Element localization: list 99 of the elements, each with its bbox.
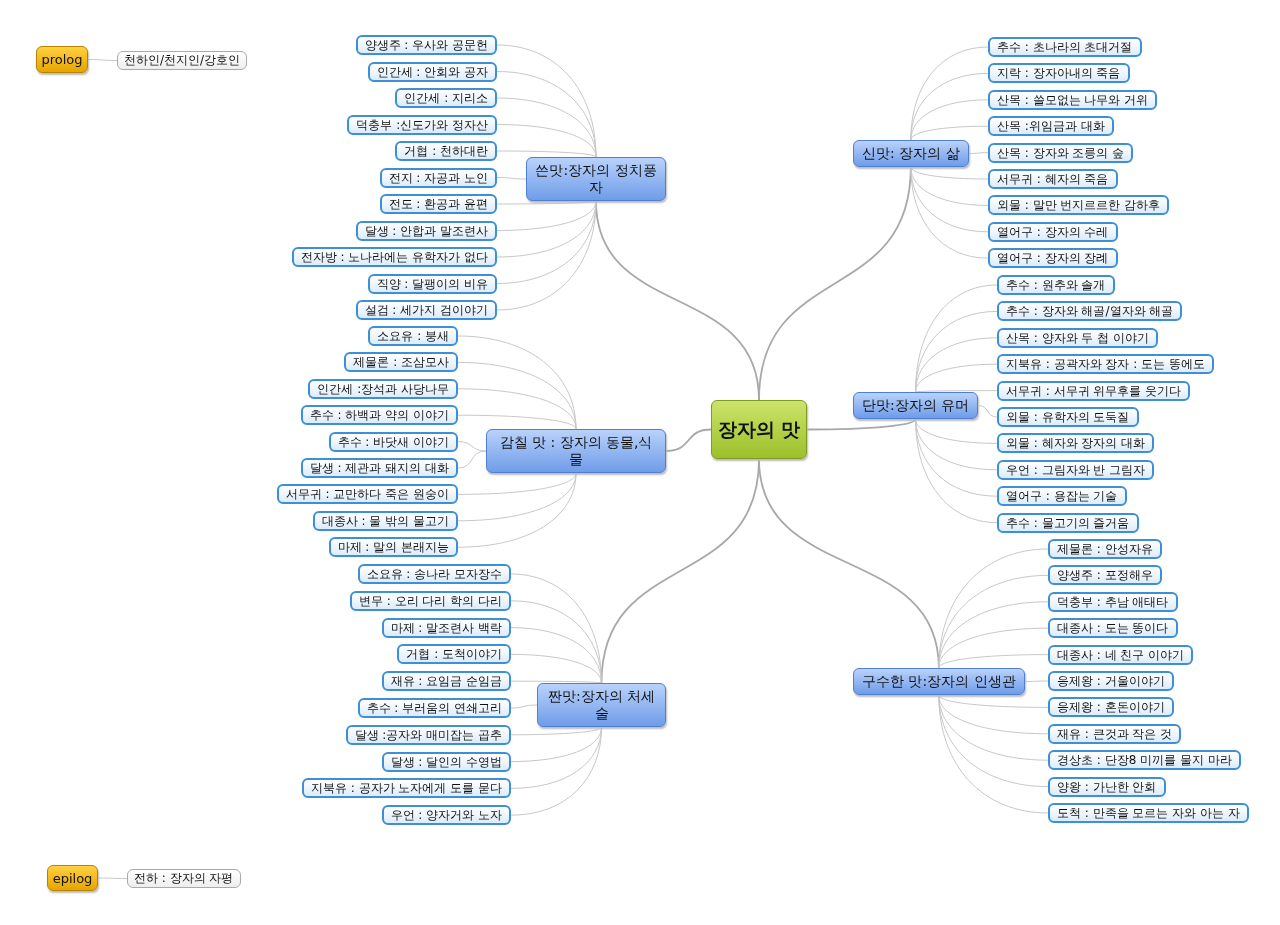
leaf-box: 지북유 : 공자가 노자에게 도를 묻다	[301, 778, 511, 799]
leaf-box: 덕충부 :신도가와 정자산	[347, 114, 497, 135]
leaf-box: 산목 : 장자와 조릉의 숲	[988, 142, 1134, 163]
leaf-box: 양생주 : 우사와 공문헌	[355, 35, 497, 55]
leaf-box: 소요유 : 송나라 모자장수	[357, 564, 511, 584]
connector-line	[510, 653, 602, 684]
leaf-box: 소요유 : 붕새	[368, 326, 458, 346]
connector-line	[510, 704, 538, 709]
connector-line	[457, 414, 577, 430]
branch-box: 구수한 맛:장자의 인생관	[853, 668, 1025, 695]
connector-line	[87, 59, 118, 61]
leaf-box: 직양 : 달팽이의 비유	[367, 273, 497, 294]
leaf-box: 인간세 :장석과 사당나무	[308, 378, 458, 399]
leaf-box: 달생 : 제관과 돼지의 대화	[300, 458, 458, 478]
connector-line	[1024, 680, 1049, 682]
branch-box: 신맛: 장자의 삶	[853, 140, 969, 167]
leaf-box: 양왕 : 가난한 안회	[1048, 776, 1166, 797]
connector-line	[496, 200, 597, 205]
branch-box: 단맛:장자의 유머	[853, 392, 979, 419]
leaf-box: 인간세 : 지리소	[395, 88, 497, 108]
branch-box: 감칠 맛 : 장자의 동물,식물	[486, 429, 666, 473]
leaf-box: 지락 : 장자아내의 죽음	[988, 63, 1130, 84]
leaf-box: 제물론 : 조삼모사	[344, 352, 458, 373]
branch-box: 쓴맛:장자의 정치풍자	[526, 157, 666, 201]
leaf-box: 제물론 : 안성자유	[1048, 539, 1162, 559]
leaf-box: 거협 : 천하대란	[395, 141, 497, 161]
connector-line	[496, 97, 597, 158]
branch-box: 짠맛:장자의 처세술	[537, 683, 666, 727]
leaf-box: 마제 : 말조련사 백락	[381, 617, 511, 638]
leaf-box: 서무귀 : 서무귀 위무후를 웃기다	[997, 380, 1191, 401]
leaf-box: 전자방 : 노나라에는 유학자가 없다	[291, 247, 497, 267]
leaf-box: 달생 : 안합과 말조련사	[355, 220, 497, 241]
leaf-box: 마제 : 말의 본래지능	[328, 537, 458, 558]
leaf-box: 산목 : 양자와 두 첩 이야기	[997, 327, 1159, 348]
connector-line	[457, 361, 577, 430]
leaf-box: 우언 : 양자거와 노자	[381, 805, 511, 826]
leaf-box: 우언 : 그림자와 반 그림자	[997, 459, 1155, 480]
connector-line	[457, 388, 577, 430]
leaf-box: 경상초 : 단장8 미끼를 물지 마라	[1048, 750, 1241, 771]
leaf-box: 추수 : 부러움의 연쇄고리	[357, 698, 511, 718]
leaf-box: 달생 :공자와 매미잡는 곱추	[345, 724, 511, 745]
connector-line	[806, 418, 917, 431]
connector-line	[496, 150, 597, 158]
leaf-box: 추수 : 초나라의 초대거절	[988, 37, 1142, 57]
connector-line	[457, 472, 577, 548]
section-tag: prolog	[36, 46, 88, 73]
leaf-box: 전도 : 환공과 윤편	[379, 194, 497, 214]
leaf-box: 열어구 : 용잡는 기술	[997, 486, 1127, 507]
leaf-box: 지북유 : 공곽자와 장자 : 도는 똥에도	[997, 354, 1214, 375]
connector-line	[496, 177, 527, 180]
leaf-box: 거협 : 도척이야기	[397, 644, 511, 665]
leaf-box: 서무귀 : 혜자의 죽음	[988, 169, 1118, 189]
leaf-box: 산목 :위임금과 대화	[988, 116, 1114, 137]
connector-line	[97, 877, 128, 879]
connector-line	[910, 125, 989, 141]
leaf-box: 추수 : 장자와 해골/열자와 해골	[997, 301, 1183, 322]
leaf-box: 산목 : 쓸모없는 나무와 거위	[988, 89, 1158, 110]
leaf-box: 외물 : 혜자와 장자의 대화	[997, 433, 1155, 454]
leaf-box: 추수 : 원추와 솔개	[997, 275, 1115, 295]
leaf-box: 양생주 : 포정해우	[1048, 565, 1162, 586]
leaf-box: 대종사 : 네 친구 이야기	[1048, 644, 1194, 665]
leaf-box: 추수 : 물고기의 즐거움	[997, 512, 1139, 533]
leaf-box: 달생 : 달인의 수영법	[381, 751, 511, 772]
connector-line	[665, 428, 712, 452]
connector-line	[915, 418, 998, 444]
leaf-box: 대종사 : 도는 똥이다	[1048, 618, 1178, 639]
connector-line	[910, 166, 989, 180]
leaf-box: 변무 : 오리 다리 학의 다리	[349, 590, 511, 611]
leaf-box: 설검 : 세가지 검이야기	[355, 300, 497, 320]
connector-line	[968, 152, 989, 154]
note-box: 천하인/천지인/강호인	[117, 51, 248, 70]
leaf-box: 응제왕 : 거울이야기	[1048, 671, 1174, 691]
leaf-box: 서무귀 : 교만하다 죽은 원숭이	[276, 484, 458, 505]
leaf-box: 외물 : 유학자의 도둑질	[997, 407, 1139, 427]
leaf-box: 외물 : 말만 번지르르한 감하후	[988, 195, 1170, 216]
connector-line	[457, 450, 487, 469]
connector-line	[915, 363, 998, 393]
leaf-box: 인간세 : 안회와 공자	[367, 61, 497, 82]
leaf-box: 전지 : 자공과 노인	[379, 167, 497, 188]
central-topic-box: 장자의 맛	[711, 400, 807, 459]
connector-line	[510, 726, 602, 736]
leaf-box: 재유 : 큰것과 작은 것	[1048, 723, 1182, 744]
connector-line	[457, 335, 577, 430]
section-tag: epilog	[47, 865, 98, 891]
leaf-box: 열어구 : 장자의 장례	[988, 248, 1118, 269]
connector-line	[977, 405, 998, 418]
leaf-box: 도척 : 만족을 모르는 자와 아는 자	[1048, 803, 1249, 823]
connector-line	[938, 694, 1049, 708]
connector-line	[496, 71, 597, 158]
connector-line	[938, 654, 1049, 669]
leaf-box: 덕충부 : 추남 애태타	[1048, 591, 1178, 612]
note-box: 전하 : 장자의 자평	[127, 869, 241, 888]
connector-line	[938, 694, 1049, 735]
leaf-box: 응제왕 : 혼돈이야기	[1048, 697, 1174, 718]
leaf-box: 대종사 : 물 밖의 물고기	[312, 510, 458, 531]
leaf-box: 재유 : 요임금 순임금	[381, 671, 511, 692]
leaf-box: 열어구 : 장자의 수레	[988, 221, 1118, 242]
leaf-box: 추수 : 하백과 약의 이야기	[300, 405, 458, 426]
leaf-box: 추수 : 바닷새 이야기	[328, 431, 458, 452]
